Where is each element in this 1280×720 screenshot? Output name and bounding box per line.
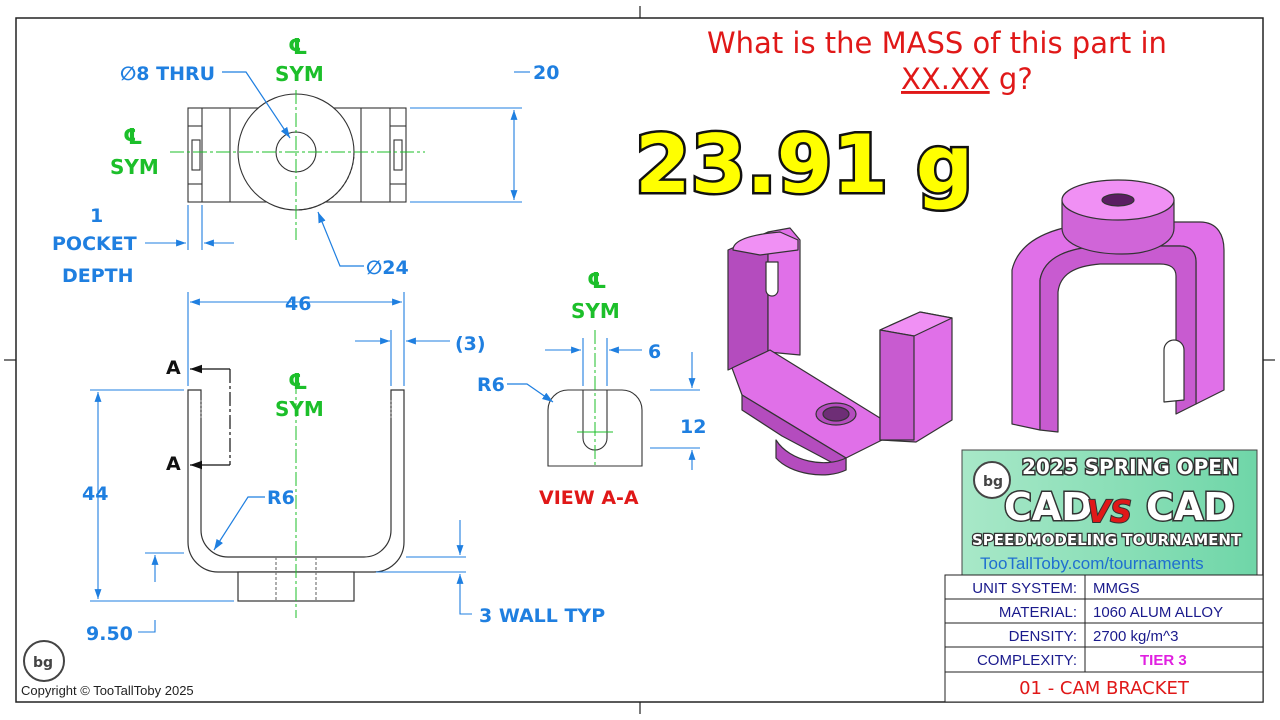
- slot-r6-label: R6: [477, 374, 505, 396]
- section-letter-top: A: [166, 357, 181, 379]
- tb-label-density: DENSITY:: [1009, 628, 1077, 645]
- dim-paren-3: [355, 330, 450, 386]
- tb-label-material: MATERIAL:: [999, 604, 1077, 621]
- tournament-logo: bg 2025 SPRING OPEN CAD VS CAD SPEEDMODE…: [961, 449, 1258, 579]
- centerline-symbol-front: ℄: [288, 370, 308, 395]
- tb-value-complexity: TIER 3: [1140, 652, 1187, 669]
- section-letter-bottom: A: [166, 453, 181, 475]
- dim-slot-r6: [507, 383, 554, 403]
- question-unit-underlined: XX.XX: [901, 62, 990, 96]
- centerline-sym-top: SYM: [275, 62, 324, 86]
- height-20-label: 20: [533, 62, 559, 84]
- slot-6-label: 6: [648, 341, 661, 363]
- centerline-symbol-section: ℄: [587, 269, 607, 294]
- copyright-text: Copyright © TooTallToby 2025: [21, 683, 194, 698]
- dim-wall-typ: [376, 520, 472, 615]
- view-a-a-label: VIEW A-A: [539, 487, 639, 509]
- centerline-sym-section: SYM: [571, 299, 620, 323]
- logo-cad-right: CAD: [1146, 485, 1235, 529]
- question-line1: What is the MASS of this part in: [707, 26, 1167, 60]
- svg-text:bg: bg: [983, 474, 1003, 490]
- isometric-part-left: [727, 227, 953, 476]
- dia-24-label: ∅24: [366, 257, 409, 279]
- offset-950-label: 9.50: [86, 623, 133, 645]
- logo-vs: VS: [1087, 495, 1132, 530]
- answer-value: 23.91 g: [635, 118, 973, 211]
- svg-text:bg: bg: [33, 655, 53, 671]
- pocket-depth-number: 1: [90, 205, 103, 227]
- top-view-centerlines: [170, 90, 425, 240]
- title-block: [944, 574, 1264, 703]
- height-44-label: 44: [82, 483, 108, 505]
- section-arrows: [190, 364, 231, 470]
- logo-url[interactable]: TooTallToby.com/tournaments: [980, 554, 1204, 573]
- tb-value-material: 1060 ALUM ALLOY: [1093, 604, 1223, 621]
- tb-part-name: 01 - CAM BRACKET: [1019, 678, 1190, 699]
- dim-slot-6: [545, 338, 642, 386]
- dim-dia-24: [317, 211, 364, 267]
- dim-radius-r6: [213, 496, 265, 551]
- centerline-sym-front: SYM: [275, 397, 324, 421]
- dim-width-46: [187, 292, 405, 386]
- dim-thru-hole: [222, 71, 291, 139]
- slot-12-label: 12: [680, 416, 706, 438]
- width-46-label: 46: [285, 293, 311, 315]
- isometric-part-right: [1011, 179, 1225, 433]
- dim-pocket-depth: [145, 205, 234, 250]
- copyright-logo-icon: bg: [23, 640, 65, 682]
- pocket-depth-line1: POCKET: [52, 233, 137, 255]
- paren-3-label: (3): [455, 333, 486, 355]
- question-unit-suffix: g?: [990, 62, 1033, 96]
- dim-offset-950: [138, 552, 184, 633]
- thru-hole-label: ∅8 THRU: [120, 63, 215, 85]
- logo-cad-left: CAD: [1004, 485, 1093, 529]
- centerline-sym-left: SYM: [110, 155, 159, 179]
- tb-value-unit-system: MMGS: [1093, 580, 1140, 597]
- logo-line1: 2025 SPRING OPEN: [1022, 455, 1239, 479]
- tb-label-unit-system: UNIT SYSTEM:: [972, 580, 1077, 597]
- logo-tagline: SPEEDMODELING TOURNAMENT: [972, 531, 1242, 549]
- dim-height-20: [410, 71, 530, 203]
- radius-r6-label: R6: [267, 487, 295, 509]
- tb-label-complexity: COMPLEXITY:: [977, 652, 1077, 669]
- centerline-symbol-top: ℄: [288, 35, 308, 60]
- tb-value-density: 2700 kg/m^3: [1093, 628, 1178, 645]
- dim-height-44: [90, 389, 234, 602]
- wall-typ-label: 3 WALL TYP: [479, 605, 605, 627]
- centerline-symbol-left: ℄: [123, 125, 143, 150]
- dim-slot-12: [650, 352, 700, 470]
- pocket-depth-line2: DEPTH: [62, 265, 134, 287]
- logo-mark-icon: [973, 461, 1011, 499]
- question-line2: XX.XX g?: [901, 62, 1033, 96]
